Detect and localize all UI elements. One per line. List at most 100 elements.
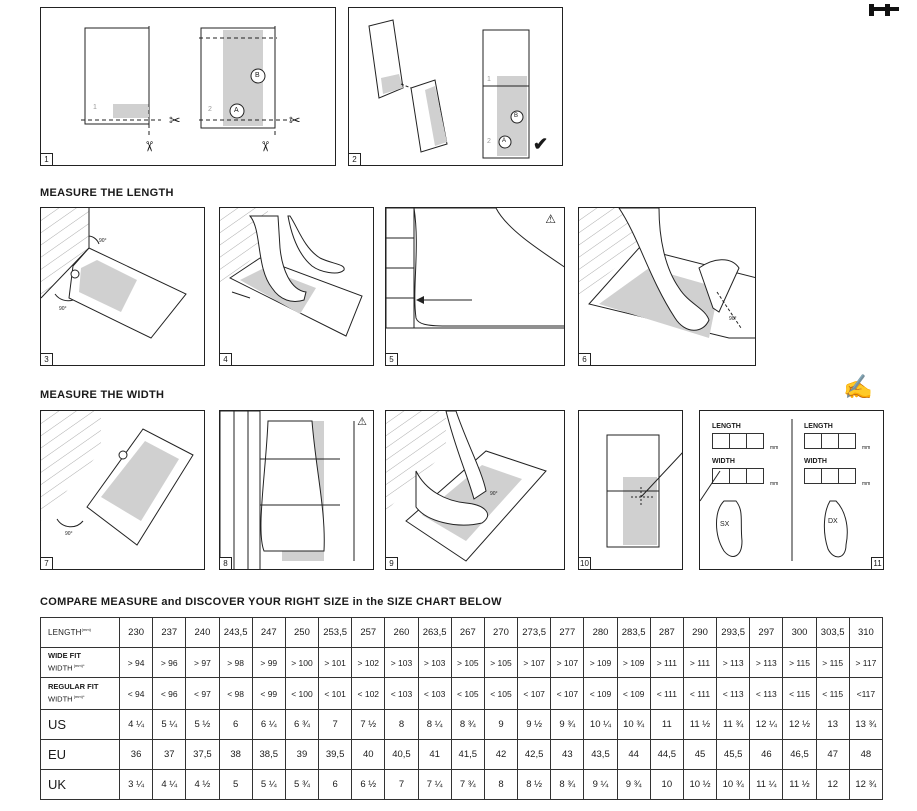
size-cell: <117 (848, 677, 884, 710)
size-cell: < 101 (318, 677, 353, 710)
size-cell: > 107 (517, 647, 552, 678)
size-cell: 300 (782, 617, 817, 648)
foot-on-paper-illustration (220, 208, 363, 337)
step-number: 8 (220, 557, 232, 569)
size-cell: 243,5 (218, 617, 253, 648)
unit-label: mm (770, 481, 779, 487)
step-number: 1 (41, 153, 53, 165)
size-cell: > 111 (649, 647, 684, 678)
size-cell: 37 (152, 739, 187, 770)
size-cell: > 115 (815, 647, 850, 678)
size-cell: > 117 (848, 647, 884, 678)
size-cell: < 107 (550, 677, 585, 710)
paper-width-mark-illustration (606, 434, 682, 548)
size-cell: < 115 (782, 677, 817, 710)
unit-label: mm (770, 445, 779, 451)
size-cell: 8 (384, 709, 419, 740)
size-cell: 40 (351, 739, 386, 770)
size-cell: < 96 (152, 677, 187, 710)
size-cell: 267 (450, 617, 485, 648)
size-cell: 12 (815, 769, 850, 800)
size-cell: 12 ½ (782, 709, 817, 740)
size-cell: 290 (682, 617, 718, 648)
size-cell: 270 (483, 617, 519, 648)
size-cell: 6 ½ (351, 769, 386, 800)
warning-icon: ⚠ (357, 416, 367, 428)
size-cell: 46,5 (782, 739, 817, 770)
size-cell: > 109 (583, 647, 618, 678)
size-cell: 11 ¾ (716, 709, 751, 740)
step-panel-6: 90° 6 (578, 207, 756, 366)
section-heading-width: MEASURE THE WIDTH (40, 389, 165, 401)
right-width-boxes[interactable] (804, 468, 856, 484)
size-cell: 44 (616, 739, 651, 770)
size-cell: 38 (218, 739, 253, 770)
step-number: 10 (579, 557, 591, 569)
step-number: 9 (386, 557, 398, 569)
size-cell: 11 ½ (682, 709, 718, 740)
right-length-boxes[interactable] (804, 433, 856, 449)
mark-toe-illustration (579, 208, 755, 339)
step-panel-7: 90° 7 (40, 410, 205, 570)
size-cell: < 94 (118, 677, 154, 710)
size-cell: 230 (118, 617, 154, 648)
step-number: 6 (579, 353, 591, 365)
size-cell: 10 ¾ (716, 769, 751, 800)
step-panel-9: 90° 9 (385, 410, 565, 570)
size-cell: 280 (583, 617, 618, 648)
size-cell: 240 (185, 617, 220, 648)
size-cell: > 103 (417, 647, 452, 678)
row-label: LENGTH(mm) (40, 617, 120, 648)
size-cell: > 102 (351, 647, 386, 678)
size-cell: 5 ¼ (251, 769, 286, 800)
size-cell: < 109 (616, 677, 651, 710)
step-number: 3 (41, 353, 53, 365)
size-cell: 40,5 (384, 739, 419, 770)
size-cell: 237 (152, 617, 187, 648)
size-cell: 287 (649, 617, 684, 648)
size-cell: 253,5 (318, 617, 353, 648)
size-cell: 250 (284, 617, 320, 648)
size-cell: 303,5 (815, 617, 850, 648)
brand-logo-icon (869, 4, 899, 16)
angle-label: 90° (729, 316, 737, 322)
size-cell: 12 ¾ (848, 769, 884, 800)
size-cell: 273,5 (517, 617, 552, 648)
size-cell: 42,5 (517, 739, 552, 770)
size-cell: 5 ¼ (152, 709, 187, 740)
size-cell: > 107 (550, 647, 585, 678)
part-number-1: 1 (93, 104, 97, 111)
step-panel-11-record-sheet: LENGTH mm WIDTH mm LENGTH mm WIDTH mm SX… (699, 410, 884, 570)
size-cell: 47 (815, 739, 850, 770)
size-cell: 11 ¼ (749, 769, 784, 800)
right-foot-label: DX (828, 518, 838, 525)
marker-a: A (234, 107, 239, 114)
size-cell: > 97 (185, 647, 220, 678)
size-cell: < 105 (450, 677, 485, 710)
size-cell: 41 (417, 739, 452, 770)
size-cell: 8 ¼ (417, 709, 452, 740)
size-cell: < 109 (583, 677, 618, 710)
size-cell: < 111 (682, 677, 718, 710)
marker-b: B (255, 72, 260, 79)
step-panel-2: 1 2 B A ✔ 2 (348, 7, 563, 166)
left-width-boxes[interactable] (712, 468, 764, 484)
side-width-illustration (220, 411, 355, 569)
size-cell: 7 ¼ (417, 769, 452, 800)
size-cell: < 113 (749, 677, 784, 710)
size-cell: 43,5 (583, 739, 618, 770)
paper-against-wall-illustration (41, 208, 187, 339)
size-cell: 310 (848, 617, 884, 648)
step-number: 2 (349, 153, 361, 165)
size-cell: 39,5 (318, 739, 353, 770)
row-label: EU (40, 739, 120, 770)
left-length-boxes[interactable] (712, 433, 764, 449)
pencil-hand-icon: ✍ (843, 374, 873, 401)
marker-a: A (502, 138, 507, 144)
